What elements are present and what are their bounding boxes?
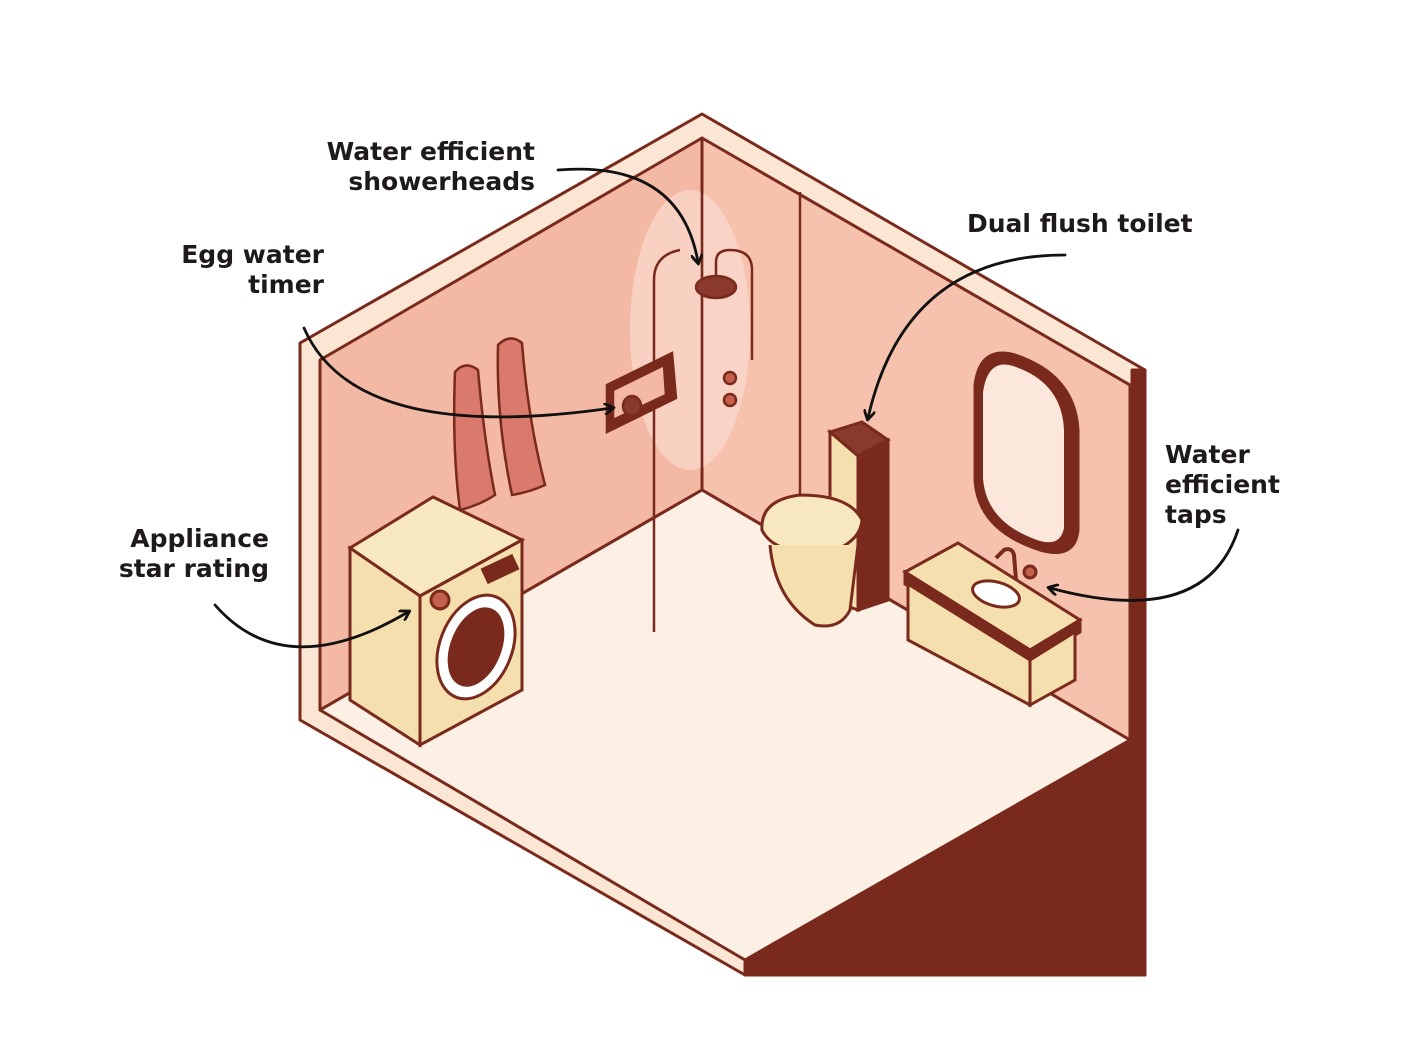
label-taps: Water efficient taps xyxy=(1165,440,1280,530)
label-showerheads: Water efficient showerheads xyxy=(327,137,535,197)
arrow-egg-timer xyxy=(302,326,612,419)
label-egg-timer: Egg water timer xyxy=(181,240,324,300)
arrow-showerheads xyxy=(556,167,698,262)
label-dual-flush-line1: Dual flush toilet xyxy=(967,209,1193,238)
arrow-taps xyxy=(1050,528,1240,602)
label-dual-flush: Dual flush toilet xyxy=(967,209,1193,239)
vanity xyxy=(902,541,1083,708)
label-taps-line1: Water xyxy=(1165,440,1250,469)
arrow-star-rating xyxy=(213,603,408,649)
room-right-edge xyxy=(743,368,1147,977)
label-taps-line3: taps xyxy=(1165,500,1227,529)
label-star-rating: Appliance star rating xyxy=(119,524,269,584)
arrow-dual-flush xyxy=(868,253,1067,418)
label-showerheads-line2: showerheads xyxy=(348,167,535,196)
callout-arrows xyxy=(213,167,1240,649)
toilet xyxy=(760,420,891,628)
egg-timer-shelf xyxy=(605,351,678,435)
shower-glass xyxy=(652,138,802,632)
label-egg-timer-line1: Egg water xyxy=(181,240,324,269)
label-taps-line2: efficient xyxy=(1165,470,1280,499)
label-star-rating-line1: Appliance xyxy=(130,524,269,553)
label-star-rating-line2: star rating xyxy=(118,554,269,583)
showerhead xyxy=(694,248,754,408)
mirror xyxy=(973,351,1080,554)
label-egg-timer-line2: timer xyxy=(248,270,324,299)
label-showerheads-line1: Water efficient xyxy=(326,137,535,166)
washing-machine xyxy=(347,495,526,748)
